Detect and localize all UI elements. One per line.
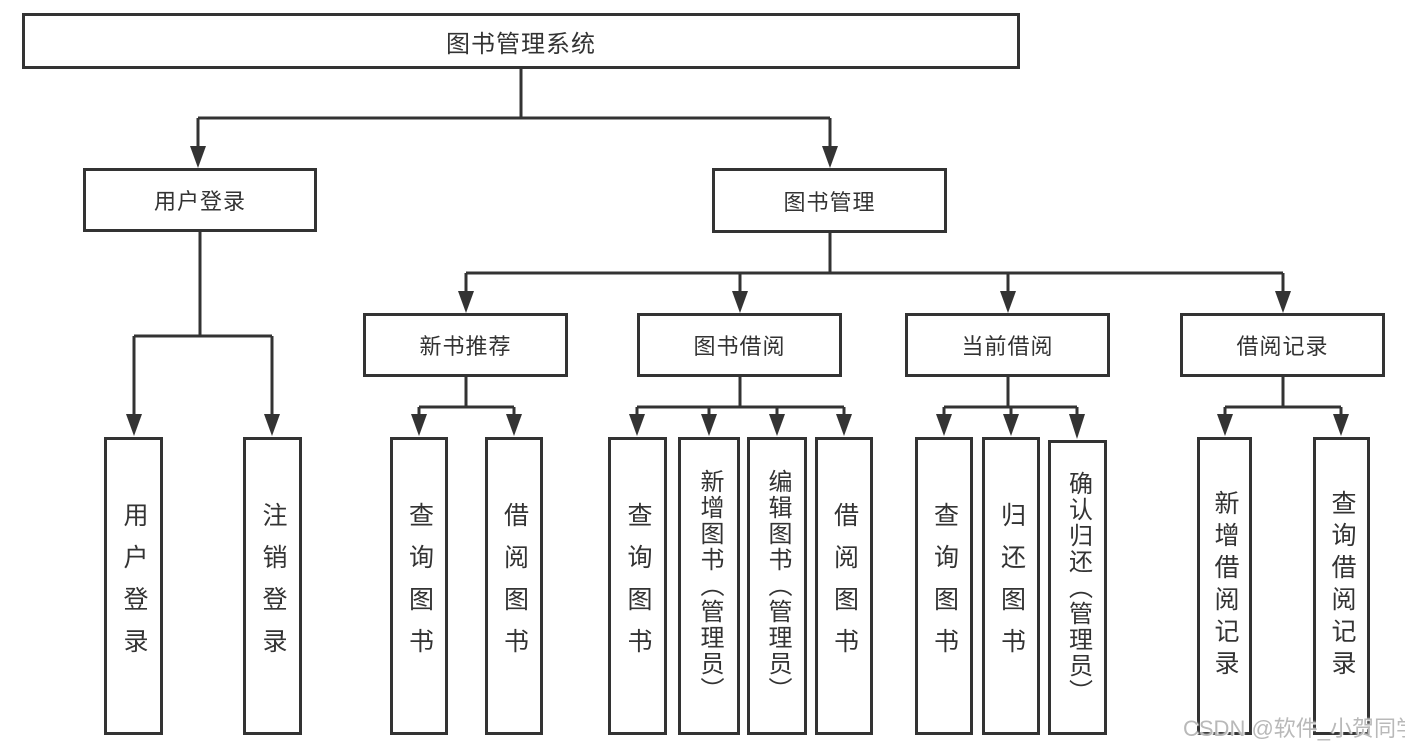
leaf-query-borrow-record: 查询借阅记录 <box>1313 437 1370 735</box>
leaf-add-books-admin: 新增图书（管理员） <box>678 437 740 735</box>
node-label: 借阅图书 <box>500 502 529 670</box>
leaf-user-login: 用户登录 <box>104 437 163 735</box>
node-label: 编辑图书（管理员） <box>764 469 791 703</box>
node-label: 图书管理 <box>783 189 876 215</box>
leaf-add-borrow-record: 新增借阅记录 <box>1197 437 1252 735</box>
node-label: 查询图书 <box>624 502 652 670</box>
leaf-borrow-books: 借阅图书 <box>485 437 543 735</box>
node-system-root: 图书管理系统 <box>22 13 1020 69</box>
leaf-logout: 注销登录 <box>243 437 302 735</box>
leaf-query-books: 查询图书 <box>915 437 973 735</box>
node-label: 用户登录 <box>120 502 148 670</box>
node-label: 归还图书 <box>997 502 1026 670</box>
node-label: 新增图书（管理员） <box>696 469 723 703</box>
leaf-return-books: 归还图书 <box>982 437 1040 735</box>
node-label: 新书推荐 <box>419 334 512 359</box>
node-label: 新增借阅记录 <box>1211 490 1239 682</box>
node-label: 注销登录 <box>259 502 287 670</box>
leaf-query-books: 查询图书 <box>608 437 667 735</box>
node-label: 图书管理系统 <box>446 30 596 58</box>
node-user-login: 用户登录 <box>83 168 317 232</box>
node-label: 借阅图书 <box>830 502 859 670</box>
node-new-book-recommendation: 新书推荐 <box>363 313 568 377</box>
node-label: 确认归还（管理员） <box>1064 470 1092 705</box>
node-book-borrowing: 图书借阅 <box>637 313 842 377</box>
leaf-confirm-return-admin: 确认归还（管理员） <box>1048 440 1107 735</box>
node-current-borrowing: 当前借阅 <box>905 313 1110 377</box>
csdn-watermark: CSDN @软件_小贺同学 <box>1183 716 1405 741</box>
node-label: 查询图书 <box>405 502 434 670</box>
leaf-borrow-books: 借阅图书 <box>815 437 873 735</box>
node-label: 当前借阅 <box>961 334 1054 359</box>
leaf-edit-books-admin: 编辑图书（管理员） <box>747 437 807 735</box>
node-label: 查询图书 <box>930 502 959 670</box>
node-borrowing-records: 借阅记录 <box>1180 313 1385 377</box>
node-book-management: 图书管理 <box>712 168 947 233</box>
node-label: 用户登录 <box>153 189 246 214</box>
node-label: 图书借阅 <box>693 334 786 359</box>
node-label: 借阅记录 <box>1236 334 1329 359</box>
node-label: 查询借阅记录 <box>1328 490 1356 682</box>
leaf-query-books: 查询图书 <box>390 437 448 735</box>
